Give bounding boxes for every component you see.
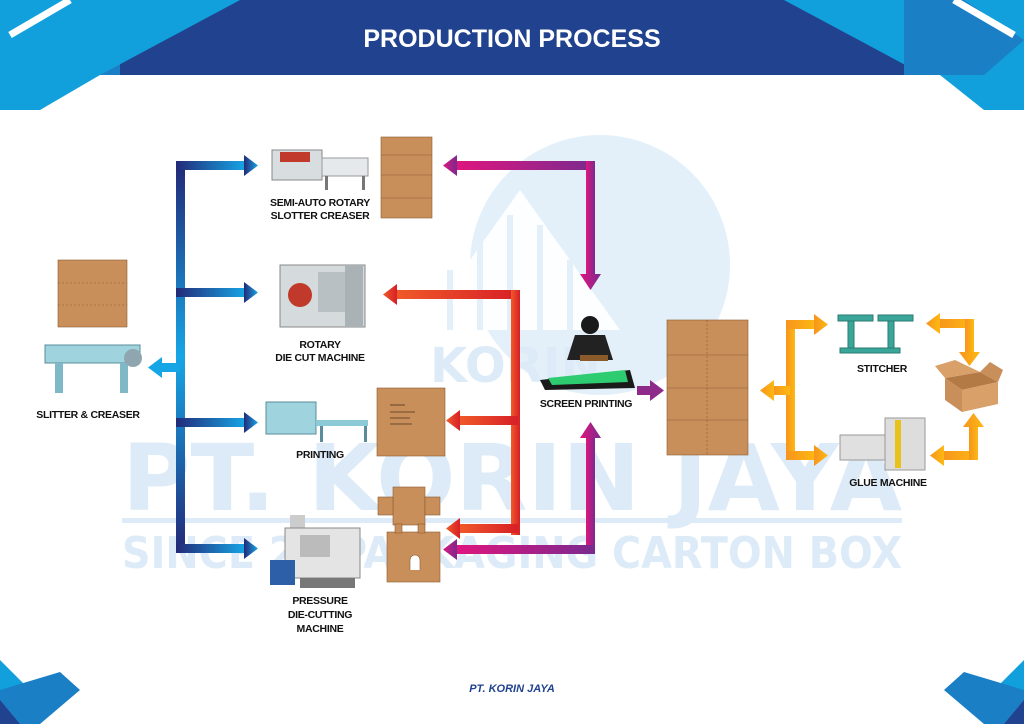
purple-arrow bbox=[637, 380, 664, 401]
rotary-die-cut-machine bbox=[279, 264, 366, 328]
label-printing: PRINTING bbox=[296, 449, 344, 461]
footer-company: PT. KORIN JAYA bbox=[469, 683, 555, 695]
label-rotary-1: ROTARY bbox=[299, 339, 341, 351]
printed-sheet bbox=[376, 387, 446, 457]
large-box-blank bbox=[666, 319, 749, 456]
orange-arrows bbox=[760, 313, 984, 466]
magenta-arrows bbox=[443, 155, 601, 560]
flat-box-blank bbox=[380, 136, 433, 219]
open-carton-box bbox=[935, 360, 1003, 412]
page-title: PRODUCTION PROCESS bbox=[363, 25, 660, 53]
label-pressure-3: MACHINE bbox=[297, 623, 344, 635]
header-banner: PRODUCTION PROCESS bbox=[0, 0, 1024, 110]
die-cut-box-blank bbox=[377, 486, 441, 583]
label-rotary-2: DIE CUT MACHINE bbox=[275, 352, 365, 364]
semi-auto-rotary-machine bbox=[271, 149, 369, 190]
screen-printing-worker bbox=[540, 316, 635, 390]
label-pressure-2: DIE-CUTTING bbox=[288, 609, 352, 621]
label-screen-printing: SCREEN PRINTING bbox=[540, 398, 632, 410]
glue-machine bbox=[839, 417, 926, 471]
label-stitcher: STITCHER bbox=[857, 363, 908, 375]
label-semi-auto-1: SEMI-AUTO ROTARY bbox=[270, 197, 370, 209]
printing-machine bbox=[265, 401, 368, 442]
cardboard-sheet bbox=[57, 259, 128, 328]
label-semi-auto-2: SLOTTER CREASER bbox=[271, 210, 370, 222]
pressure-die-cutting-machine bbox=[270, 515, 361, 588]
label-pressure-1: PRESSURE bbox=[292, 595, 348, 607]
slitter-creaser-machine bbox=[44, 344, 142, 393]
blue-distribution-arrows bbox=[148, 155, 258, 559]
red-arrows bbox=[383, 284, 520, 539]
footer-corners bbox=[0, 660, 1024, 724]
label-slitter-creaser: SLITTER & CREASER bbox=[36, 409, 140, 421]
stitcher-machine bbox=[837, 314, 914, 354]
label-glue-machine: GLUE MACHINE bbox=[849, 477, 927, 489]
